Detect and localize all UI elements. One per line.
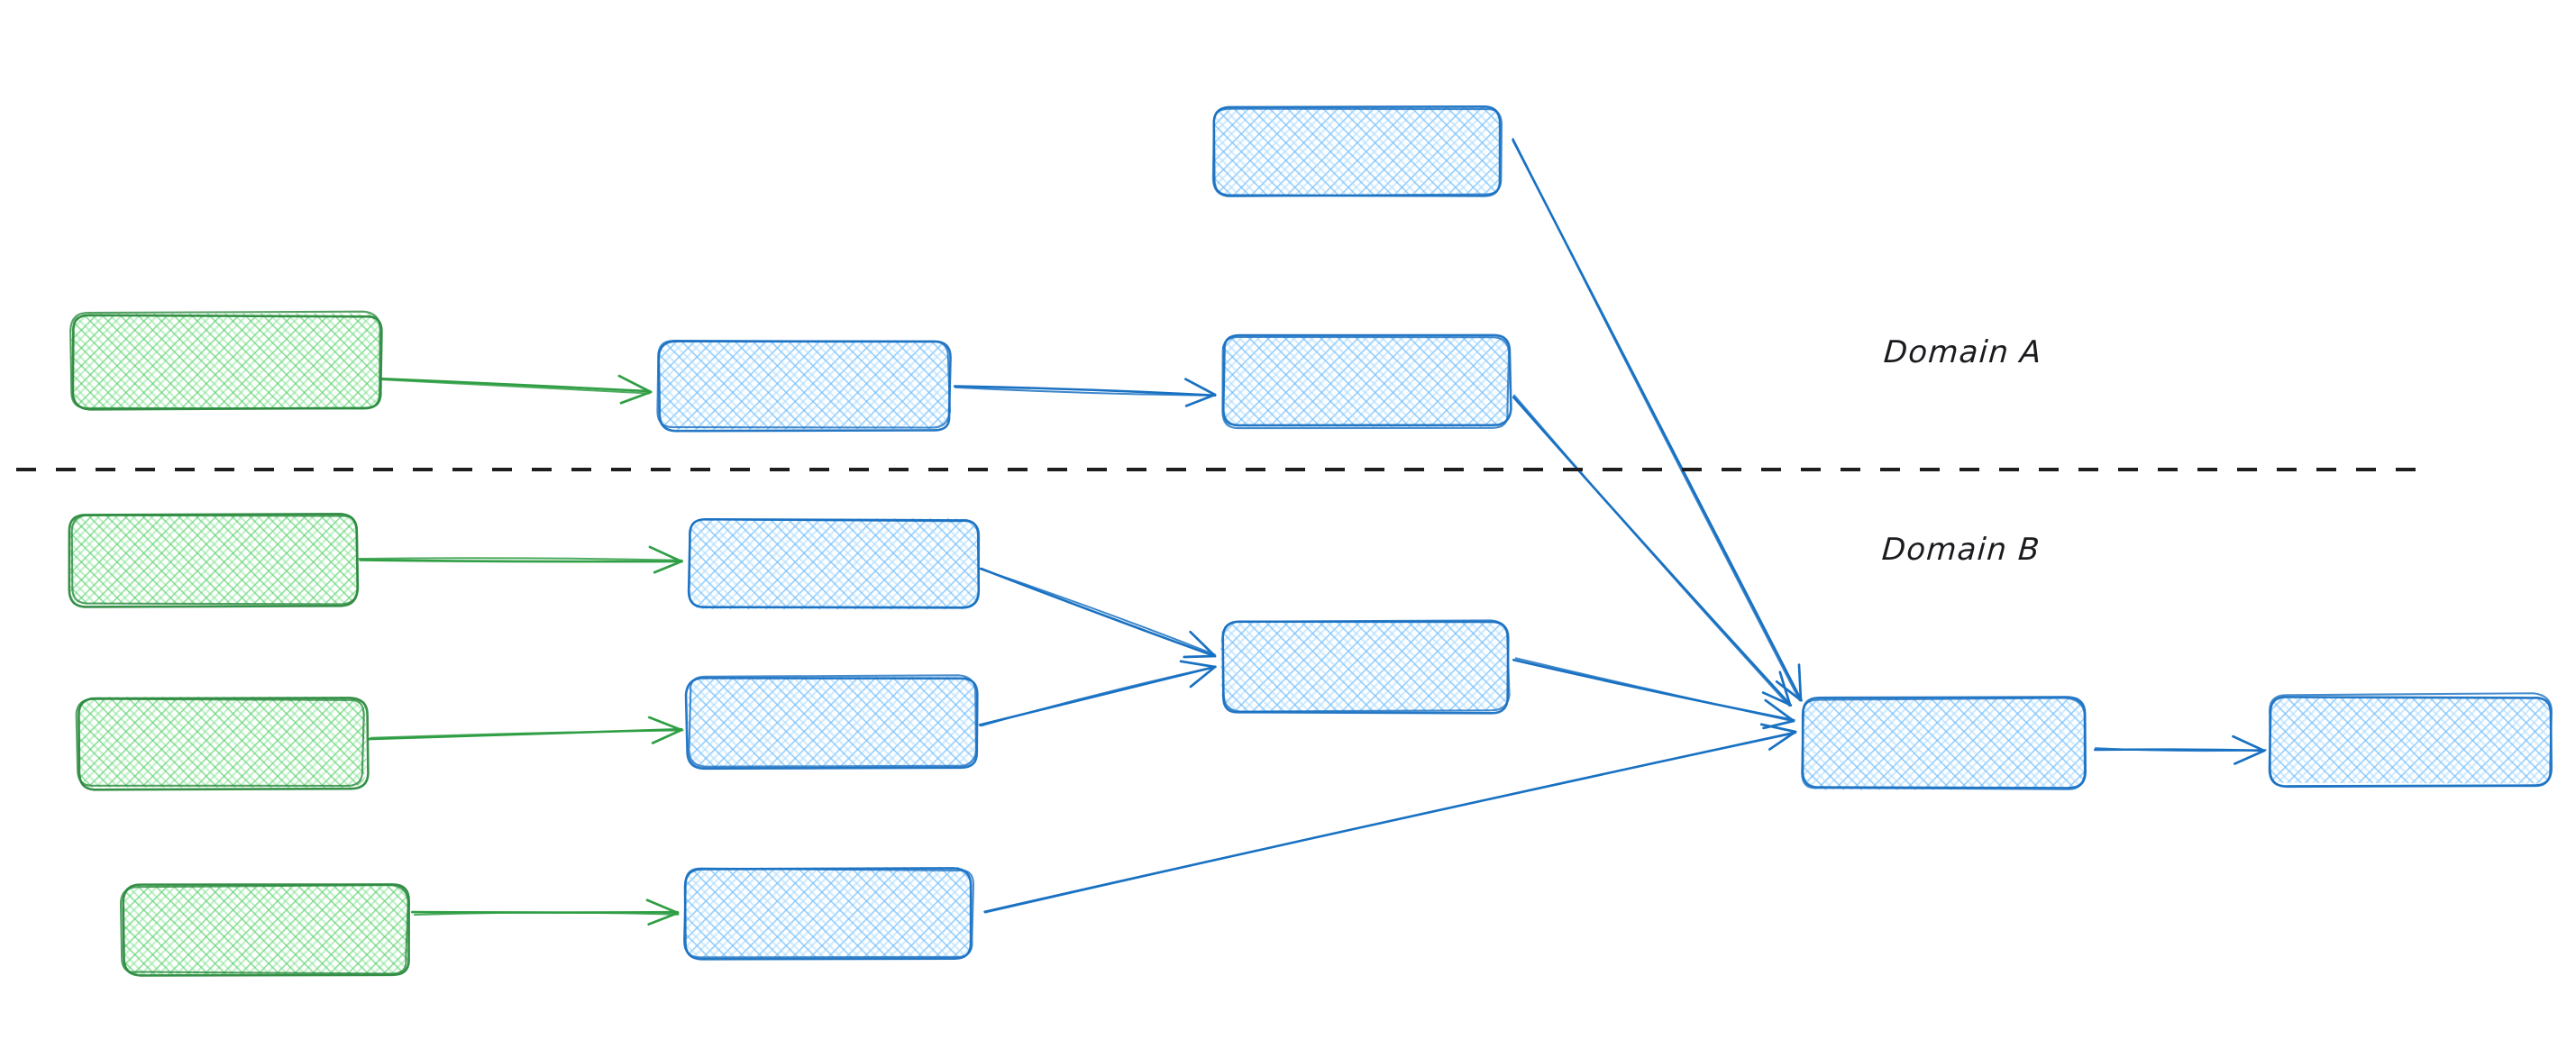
edges-layer [358, 137, 2267, 926]
domain-b-label: Domain B [1880, 532, 2042, 568]
edge-a-process-1-to-a-process-2[interactable] [953, 378, 1217, 407]
node-blue-b-process-2[interactable] [684, 674, 979, 771]
edge-b-process-3-to-b-aggregate[interactable] [983, 723, 1797, 914]
edge-b-source-1-to-b-process-1[interactable] [358, 545, 683, 574]
node-green-a-source-1[interactable] [69, 310, 383, 411]
domain-a-label: Domain A [1882, 334, 2044, 370]
edge-b-source-2-to-b-process-2[interactable] [367, 716, 684, 744]
edge-a-process-2-to-b-aggregate[interactable] [1512, 394, 1793, 707]
edge-b-process-2-to-b-merge[interactable] [978, 660, 1217, 727]
edge-b-source-3-to-b-process-3[interactable] [411, 898, 680, 926]
edge-b-process-1-to-b-merge[interactable] [978, 567, 1217, 659]
edge-b-merge-to-b-aggregate[interactable] [1512, 657, 1795, 730]
node-blue-b-sink[interactable] [2268, 692, 2553, 789]
node-blue-b-process-1[interactable] [687, 517, 981, 610]
node-blue-a-process-1[interactable] [656, 339, 952, 433]
edge-a-top-to-b-aggregate[interactable] [1512, 137, 1803, 702]
edge-a-source-1-to-a-process-1[interactable] [380, 374, 653, 405]
node-blue-a-top[interactable] [1211, 105, 1503, 197]
node-green-b-source-1[interactable] [68, 513, 360, 608]
node-blue-b-process-3[interactable] [682, 866, 975, 961]
node-blue-b-aggregate[interactable] [1801, 696, 2087, 790]
node-green-b-source-3[interactable] [119, 883, 410, 977]
node-blue-b-merge[interactable] [1219, 619, 1511, 715]
edge-b-aggregate-to-b-sink[interactable] [2094, 734, 2267, 765]
node-green-b-source-2[interactable] [75, 696, 370, 791]
node-blue-a-process-2[interactable] [1221, 333, 1512, 430]
nodes-layer [68, 105, 2553, 977]
